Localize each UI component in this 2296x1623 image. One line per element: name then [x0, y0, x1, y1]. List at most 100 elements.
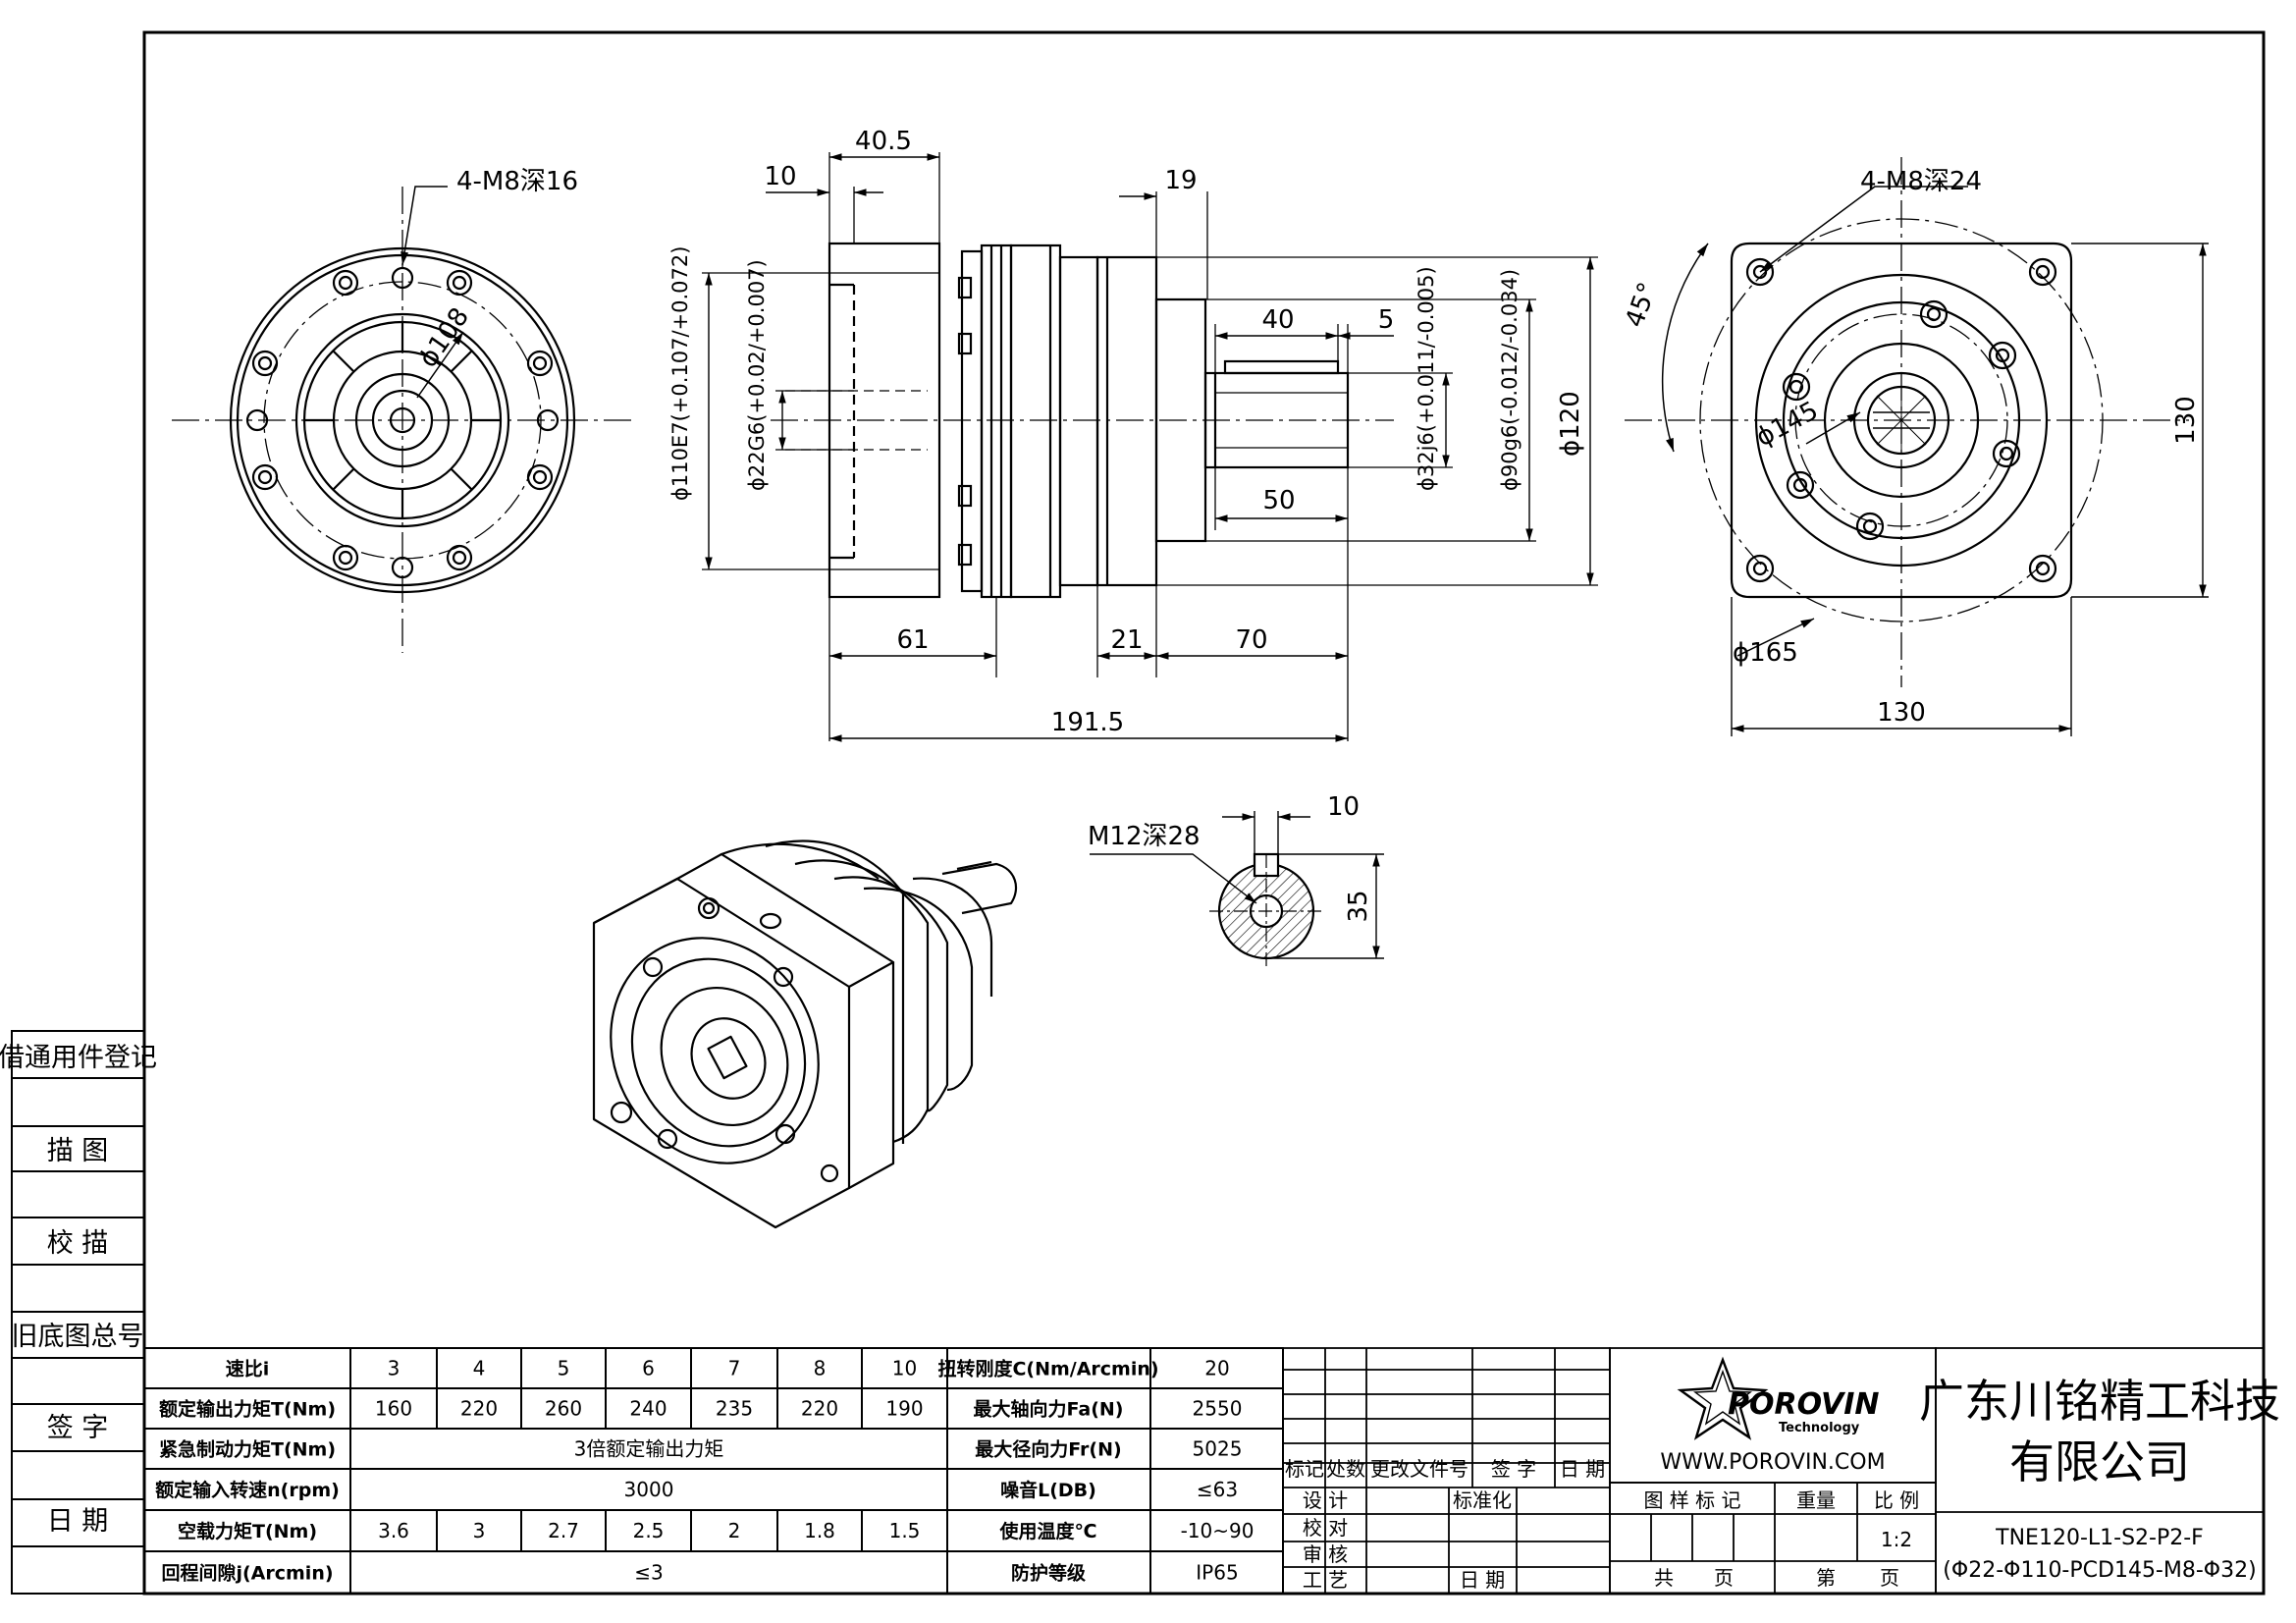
- section-key-width: 10: [1327, 792, 1360, 822]
- rev-date: 日 期: [1460, 1568, 1505, 1592]
- spec-param-label: 噪音L(DB): [1000, 1479, 1096, 1501]
- dia-32-j6: ϕ32j6(+0.011/-0.005): [1415, 266, 1438, 491]
- spec-cell: 3: [388, 1357, 400, 1380]
- spec-cell: 240: [629, 1397, 667, 1421]
- spec-cell: 3: [473, 1519, 486, 1542]
- shaft-section: [1090, 811, 1384, 967]
- spec-cell: 160: [375, 1397, 412, 1421]
- spec-cell: 3.6: [378, 1519, 409, 1542]
- spec-cell: 1.5: [889, 1519, 921, 1542]
- spec-cell-span: 3倍额定输出力矩: [574, 1437, 724, 1461]
- spec-param-label: 最大轴向力Fa(N): [974, 1398, 1124, 1421]
- dia-90-g6: ϕ90g6(-0.012/-0.034): [1498, 269, 1522, 491]
- spec-param-value: 20: [1204, 1357, 1229, 1380]
- spec-row-label: 回程间隙j(Arcmin): [161, 1562, 333, 1585]
- info-sheet-0: 共: [1654, 1566, 1674, 1590]
- spec-cell: 5: [558, 1357, 570, 1380]
- flange-width: 130: [1877, 698, 1926, 728]
- dim-191-5: 191.5: [1051, 708, 1124, 737]
- spec-row-label: 紧急制动力矩T(Nm): [159, 1438, 336, 1461]
- flange-angle: 45°: [1620, 279, 1663, 332]
- left-label-3: 旧底图总号: [12, 1322, 144, 1352]
- rev-header-0: 标记: [1285, 1457, 1324, 1481]
- dim-50: 50: [1262, 486, 1295, 515]
- front-thread-note: 4-M8深16: [456, 167, 578, 196]
- company-name-line1: 广东川铭精工科技: [1919, 1375, 2280, 1428]
- left-label-2: 校 描: [47, 1228, 109, 1259]
- spec-param-label: 使用温度℃: [998, 1520, 1096, 1542]
- spec-param-value: -10~90: [1181, 1519, 1255, 1542]
- info-header-0: 图 样 标 记: [1643, 1488, 1740, 1512]
- revision-block: [1282, 1347, 1611, 1595]
- spec-table-text: 速比i 3 4 5 6 7 8 10 扭转刚度C(Nm/Arcmin) 20 额定输出力矩T(Nm)…: [155, 1357, 1254, 1585]
- left-label-0: 借通用件登记: [0, 1043, 157, 1073]
- spec-cell: 220: [801, 1397, 838, 1421]
- dim-61: 61: [896, 625, 929, 655]
- dim-40: 40: [1261, 305, 1294, 335]
- dia-110-e7: ϕ110E7(+0.107/+0.072): [668, 246, 692, 501]
- spec-param-value: 5025: [1193, 1437, 1243, 1461]
- rev-std: 标准化: [1453, 1488, 1512, 1512]
- part-number-line1: TNE120-L1-S2-P2-F: [1995, 1526, 2204, 1550]
- rev-header-4: 日 期: [1560, 1457, 1605, 1481]
- info-sheet-2: 第: [1816, 1566, 1836, 1590]
- spec-param-label: 最大径向力Fr(N): [975, 1438, 1121, 1461]
- spec-cell: 6: [642, 1357, 655, 1380]
- part-number-line2: (Φ22-Φ110-PCD145-M8-Φ32): [1943, 1558, 2256, 1583]
- info-header-2: 比 例: [1874, 1488, 1919, 1512]
- left-column: [11, 1030, 145, 1595]
- spec-cell: 8: [814, 1357, 827, 1380]
- star-logo-icon: [1677, 1356, 1769, 1440]
- spec-cell: 1.8: [804, 1519, 835, 1542]
- front-view: [172, 186, 633, 653]
- info-sheet-1: 页: [1714, 1566, 1734, 1590]
- spec-cell: 10: [892, 1357, 917, 1380]
- flange-view: [1625, 157, 2209, 736]
- flange-pcd: ϕ145: [1751, 396, 1823, 453]
- spec-cell: 2: [728, 1519, 741, 1542]
- logo-url: WWW.POROVIN.COM: [1660, 1450, 1885, 1475]
- dim-10: 10: [764, 162, 796, 191]
- dim-21: 21: [1110, 625, 1143, 655]
- section-thread: M12深28: [1088, 822, 1201, 851]
- company-block: [1935, 1347, 2265, 1595]
- spec-param-label: 扭转刚度C(Nm/Arcmin): [937, 1358, 1158, 1380]
- section-key-height: 35: [1344, 890, 1373, 922]
- flange-height: 130: [2171, 396, 2201, 445]
- info-header-1: 重量: [1796, 1488, 1836, 1512]
- flange-diag: ϕ165: [1733, 638, 1798, 668]
- spec-cell: 190: [885, 1397, 923, 1421]
- spec-cell: 2.7: [548, 1519, 579, 1542]
- rev-header-2: 更改文件号: [1370, 1457, 1468, 1481]
- side-view: [702, 152, 1598, 742]
- left-label-1: 描 图: [47, 1136, 109, 1166]
- left-label-4: 签 字: [47, 1413, 109, 1443]
- info-scale: 1:2: [1881, 1528, 1912, 1551]
- spec-row-label: 空载力矩T(Nm): [178, 1520, 317, 1542]
- logo-sub: Technology: [1779, 1421, 1860, 1435]
- spec-row-label: 速比i: [226, 1358, 270, 1380]
- info-sheet-3: 页: [1880, 1566, 1899, 1590]
- spec-cell: 235: [716, 1397, 753, 1421]
- dia-22-g6: ϕ22G6(+0.02/+0.007): [745, 259, 769, 491]
- spec-cell: 4: [473, 1357, 486, 1380]
- spec-cell: 7: [728, 1357, 741, 1380]
- logo-brand: POROVIN: [1728, 1387, 1880, 1422]
- spec-param-value: IP65: [1196, 1561, 1238, 1585]
- spec-row-label: 额定输出力矩T(Nm): [159, 1398, 336, 1421]
- spec-cell: 2.5: [633, 1519, 665, 1542]
- spec-cell-span: 3000: [624, 1478, 674, 1501]
- left-label-5: 日 期: [47, 1506, 109, 1537]
- dia-120: ϕ120: [1556, 391, 1585, 457]
- rev-row-0: 设 计: [1303, 1488, 1348, 1512]
- dim-5: 5: [1378, 305, 1395, 335]
- spec-table-grid: [143, 1347, 1284, 1595]
- rev-row-1: 校 对: [1303, 1516, 1348, 1540]
- spec-row-label: 额定输入转速n(rpm): [155, 1479, 340, 1501]
- spec-param-label: 防护等级: [1011, 1562, 1086, 1585]
- dim-40-5: 40.5: [855, 127, 912, 156]
- rev-row-2: 审 核: [1303, 1542, 1348, 1566]
- isometric-view: [592, 839, 1018, 1229]
- spec-cell: 260: [545, 1397, 582, 1421]
